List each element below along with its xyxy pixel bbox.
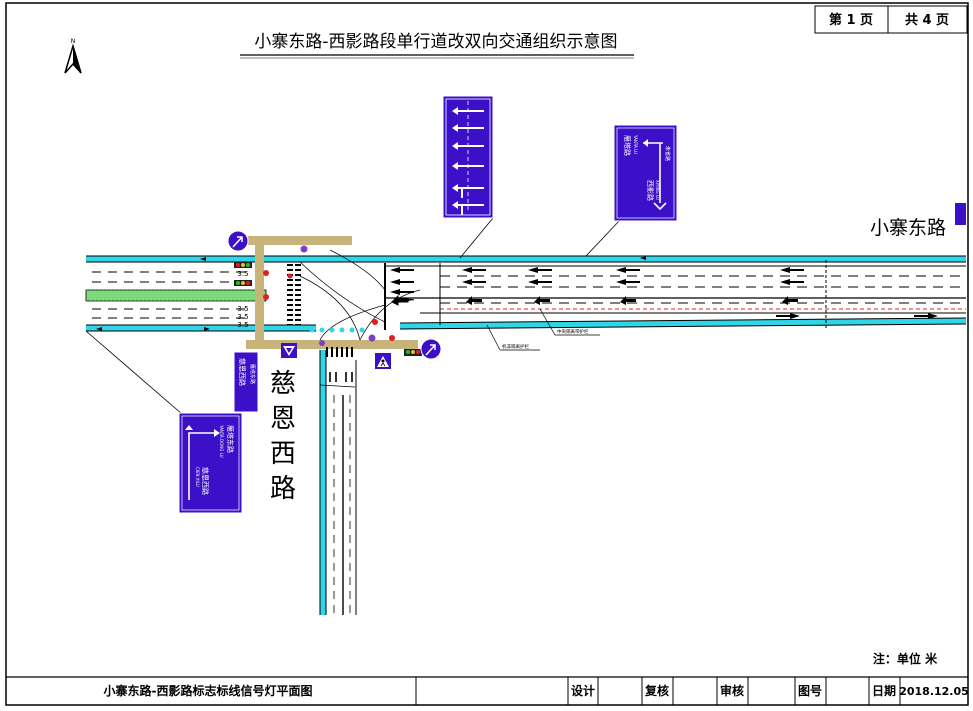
- signal-purple-dots: [300, 245, 376, 346]
- page-title: 小寨东路-西影路段单行道改双向交通组织示意图: [254, 32, 617, 52]
- drawing-border: [5, 2, 969, 706]
- side-road: [319, 350, 357, 615]
- guide-sign-top: 雁塔路 YANTA LU 西影路 XIYING LU 朱雀路: [613, 124, 678, 222]
- arrow-left-4: [462, 267, 486, 273]
- yield-sign-icon: [281, 343, 297, 358]
- page-total: 共 4 页: [905, 12, 949, 28]
- arrow-turn-2: [466, 296, 482, 305]
- guide-bottom-road-a: 雁塔东路: [226, 425, 235, 453]
- title-block: 小寨东路-西影路标志标线信号灯平面图 设计 复核 审核 图号 日期 2018.1…: [6, 676, 969, 705]
- arrow-left-8: [616, 267, 640, 273]
- main-road: [85, 255, 967, 332]
- guide-bottom-road-b: 慈恩西路: [201, 467, 210, 495]
- signal-light-w: [234, 280, 252, 286]
- south-sidewalk-east: [400, 318, 966, 329]
- lane-width-4: 3.5: [237, 321, 248, 329]
- arrow-left-2: [390, 279, 414, 285]
- guide-sign-bottom: 雁塔东路 YANTA DONG LU 慈恩西路 CIEN XILU: [178, 412, 243, 514]
- edge-sign-icon: [955, 203, 966, 225]
- guide-top-road-b: 西影路: [646, 180, 655, 201]
- drawing-no-label: 图号: [798, 683, 822, 698]
- intersection-frame: [246, 236, 418, 349]
- arrow-right-2: [914, 313, 938, 319]
- lane-width-2: 3.5: [237, 305, 248, 313]
- arrow-small-1: [96, 327, 102, 331]
- annotation-median: 中央隔离带护栏: [539, 308, 600, 336]
- frame-left: [255, 236, 264, 346]
- arrow-left-3: [390, 289, 414, 295]
- lane-arrows: [96, 256, 938, 331]
- frame-top: [248, 236, 352, 245]
- page-indicator: 第 1 页 共 4 页: [814, 5, 968, 34]
- arrow-left-9: [616, 279, 640, 285]
- pedestrian-sign-icon: [375, 353, 391, 369]
- signal-light-se: [404, 349, 422, 356]
- arrow-small-2: [204, 327, 210, 331]
- lane-width-1: 3.5: [237, 270, 248, 278]
- page-number: 第 1 页: [829, 12, 873, 28]
- north-arrow-icon: N: [64, 38, 82, 74]
- guide-top-road-a: 雁塔路: [623, 135, 632, 156]
- south-sidewalk-west: [86, 325, 316, 331]
- side-road-name: 慈 恩 西 路: [270, 369, 296, 504]
- arrow-turn-1: [391, 294, 415, 306]
- side-road-char-4: 路: [270, 474, 296, 504]
- arrow-turn-5: [782, 296, 798, 305]
- drawing-name: 小寨东路-西影路标志标线信号灯平面图: [104, 683, 313, 698]
- main-road-name: 小寨东路: [870, 217, 946, 239]
- small-sign-road2: 雁塔东路: [249, 364, 256, 384]
- crosswalk: [287, 264, 356, 357]
- side-road-char-3: 西: [270, 439, 296, 469]
- guide-top-road-a-pinyin: YANTA LU: [633, 134, 638, 154]
- review-label: 复核: [644, 683, 669, 698]
- side-road-char-1: 慈: [270, 369, 296, 399]
- small-road-sign: 慈恩西路 雁塔东路: [233, 351, 259, 413]
- svg-text:N: N: [71, 38, 76, 45]
- turn-sign-se-icon: [420, 338, 442, 360]
- date-label: 日期: [872, 683, 896, 698]
- arrow-left-1: [390, 267, 414, 273]
- arrow-left-5: [462, 279, 486, 285]
- signal-red-dots: [263, 270, 395, 341]
- sign-leaders: [85, 217, 621, 415]
- nonmotor-guardrail-label: 机非隔离护栏: [502, 343, 529, 350]
- design-label: 设计: [571, 683, 595, 698]
- arrow-turn-3: [534, 296, 550, 305]
- arrow-left-11: [780, 279, 804, 285]
- arrow-left-10: [780, 267, 804, 273]
- arrow-turn-4: [620, 296, 636, 305]
- arrow-left-7: [528, 279, 552, 285]
- signal-light-nw: [234, 262, 252, 268]
- guide-top-road-c: 朱雀路: [664, 146, 671, 161]
- lane-width-dims: 3.5 3.5 3.5 3.5: [237, 270, 248, 329]
- arrow-left-6: [528, 267, 552, 273]
- north-sidewalk-strip: [86, 256, 966, 262]
- lane-width-3: 3.5: [237, 313, 248, 321]
- arrow-right-1: [776, 313, 800, 319]
- lane-direction-sign: [442, 95, 494, 219]
- side-road-char-2: 恩: [270, 404, 296, 434]
- annotation-nonmotor: 机非隔离护栏: [486, 324, 540, 351]
- green-median: [85, 289, 267, 302]
- guide-bottom-road-a-pinyin: YANTA DONG LU: [219, 424, 224, 458]
- guide-top-road-b-pinyin: XIYING LU: [655, 180, 660, 200]
- date-value: 2018.12.05: [899, 685, 969, 698]
- guide-bottom-road-b-pinyin: CIEN XILU: [195, 467, 200, 487]
- turn-sign-nw-icon: [227, 230, 249, 252]
- side-road-west-strip: [320, 350, 326, 615]
- audit-label: 审核: [720, 683, 744, 698]
- ped-dots: [309, 327, 365, 333]
- frame-bottom: [246, 340, 418, 349]
- small-sign-road: 慈恩西路: [238, 358, 247, 386]
- arrow-small-3: [200, 257, 206, 261]
- median-guardrail-label: 中央隔离带护栏: [557, 328, 589, 335]
- unit-note: 注：单位 米: [873, 651, 938, 666]
- turning-paths: [299, 249, 421, 341]
- arrow-small-4: [640, 256, 646, 260]
